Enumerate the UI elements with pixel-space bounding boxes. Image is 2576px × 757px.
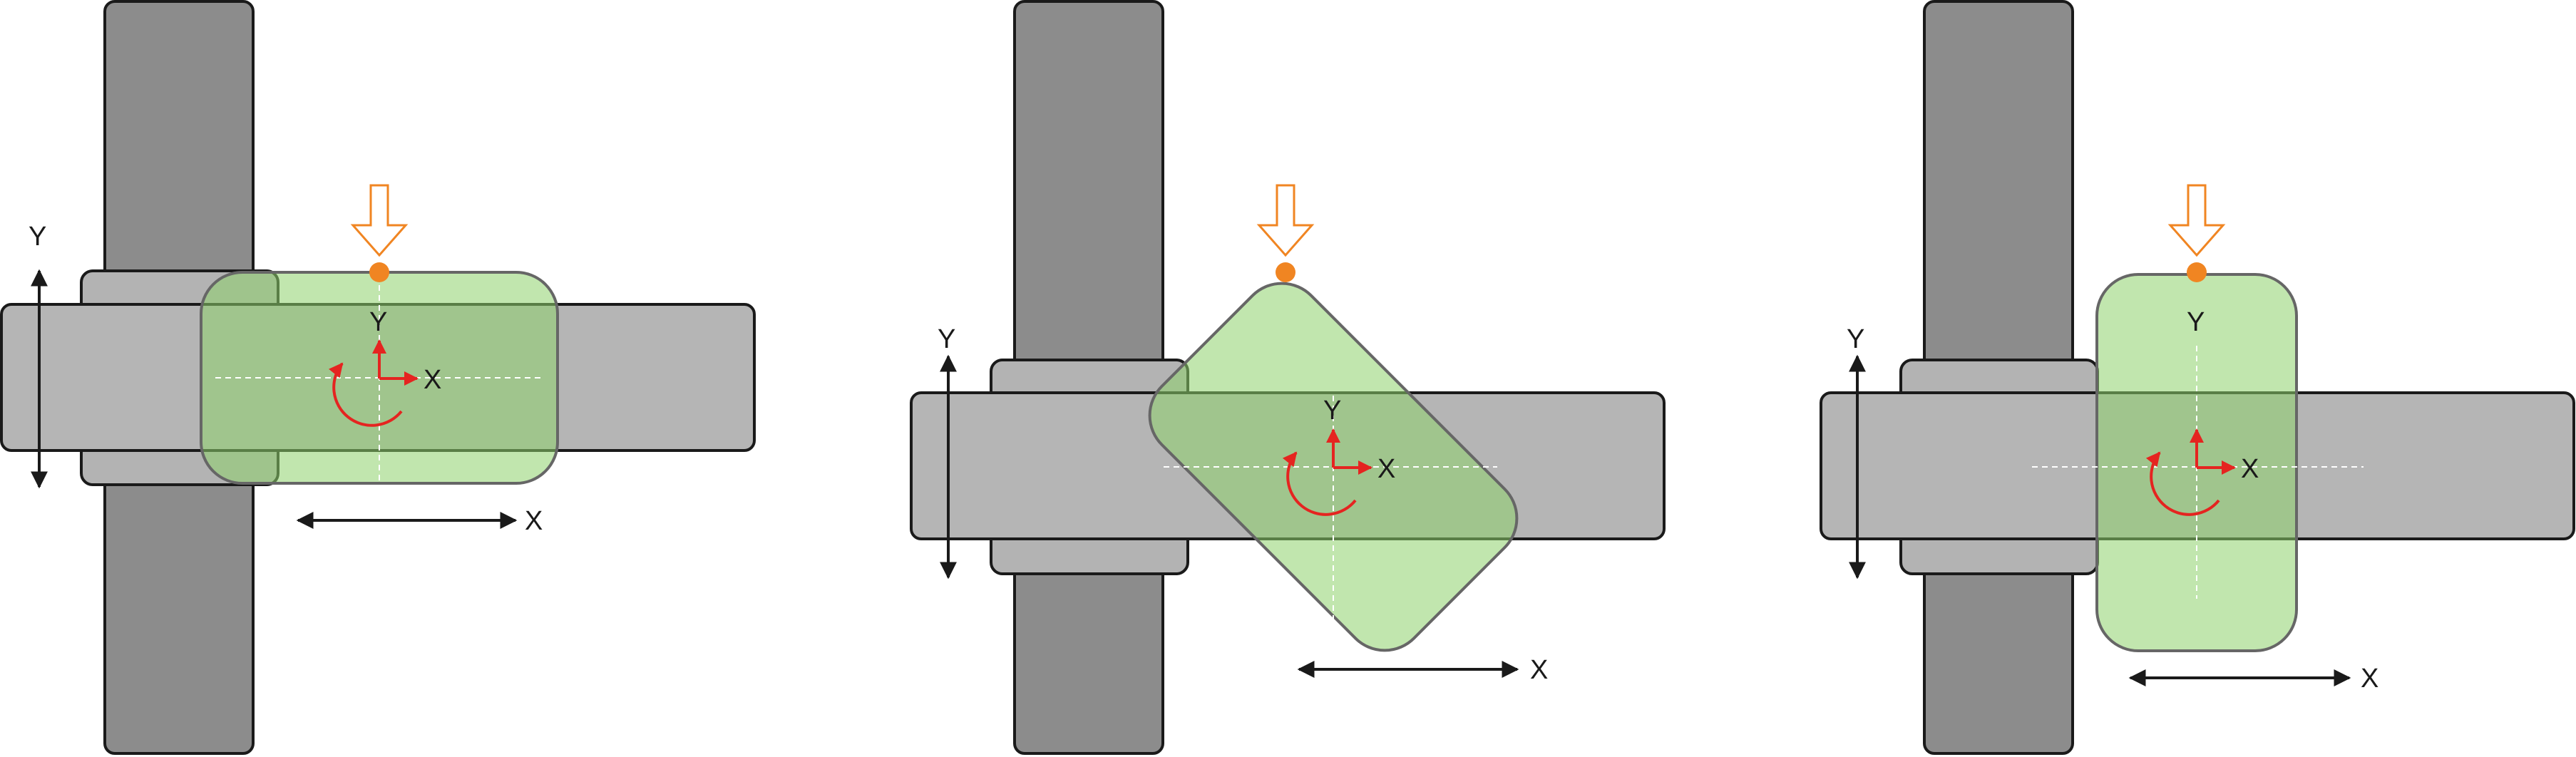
local-axes: Y X — [2145, 307, 2259, 516]
local-axes: Y X — [1282, 396, 1395, 516]
local-x-label: X — [424, 365, 441, 395]
y-dimension-label: Y — [938, 324, 955, 354]
rotation-arrow-icon — [1282, 451, 1357, 516]
x-dimension-label: X — [1530, 655, 1548, 685]
x-dimension-label: X — [525, 506, 543, 536]
panel-1: Y X Y X — [0, 0, 756, 755]
local-x-label: X — [1377, 454, 1395, 484]
orange-dot-icon — [1276, 262, 1295, 282]
orange-dot-icon — [2187, 262, 2207, 282]
down-arrow-icon — [350, 184, 409, 282]
orange-dot-icon — [369, 262, 389, 282]
local-y-label: Y — [1323, 396, 1341, 426]
panel-3: Y X Y X — [1820, 0, 2575, 755]
y-dimension-label: Y — [1847, 324, 1864, 354]
rotation-arrow-icon — [328, 362, 403, 427]
y-dimension: Y — [938, 324, 957, 580]
rotation-arrow-icon — [2145, 451, 2220, 516]
y-dimension: Y — [29, 222, 48, 489]
panel-2: Y X Y X — [910, 0, 1666, 755]
y-dimension-label: Y — [29, 222, 46, 252]
x-dimension: X — [296, 506, 543, 536]
down-arrow-icon — [1256, 184, 1315, 282]
x-dimension: X — [1297, 655, 1548, 685]
y-dimension: Y — [1847, 324, 1866, 580]
local-x-label: X — [2241, 454, 2259, 484]
local-axes: Y X — [328, 307, 441, 427]
local-y-label: Y — [2187, 307, 2205, 337]
x-dimension-label: X — [2361, 664, 2379, 694]
down-arrow-icon — [2167, 184, 2226, 282]
x-dimension: X — [2128, 664, 2379, 694]
local-y-label: Y — [369, 307, 387, 337]
